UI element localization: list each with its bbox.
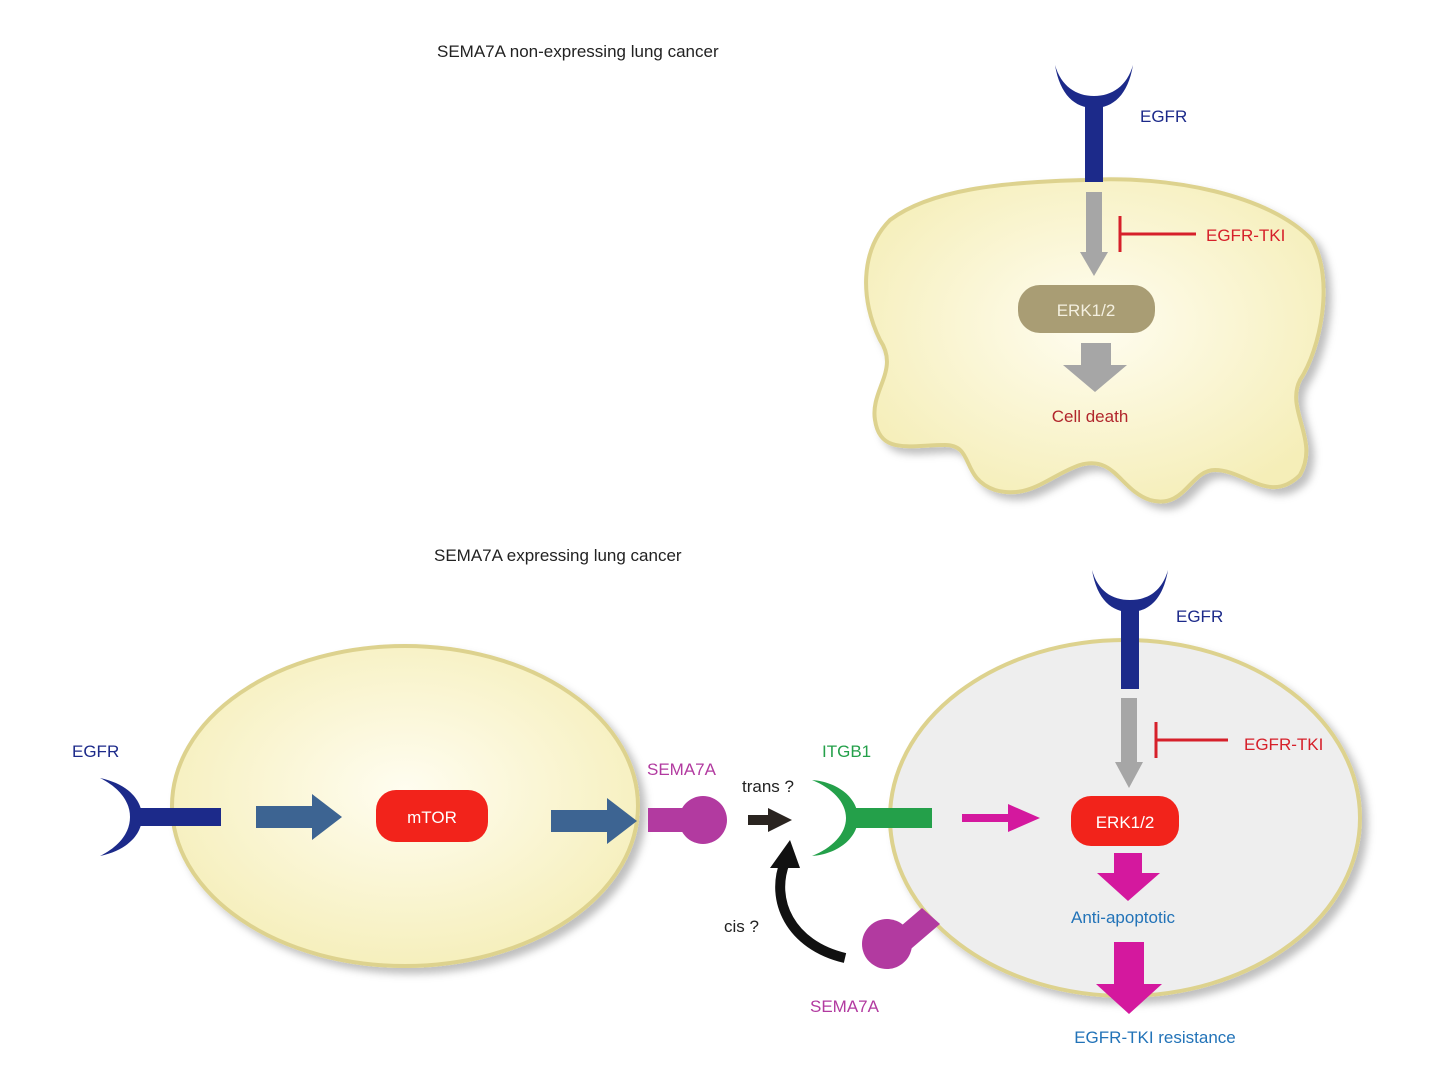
- itgb1-receptor: [812, 780, 932, 856]
- itgb1-label: ITGB1: [822, 742, 871, 761]
- sema7a-ligand-bottom: [862, 908, 940, 969]
- mtor-label: mTOR: [407, 808, 457, 827]
- magenta-thick-arrow-2: [1096, 942, 1162, 1014]
- trans-label: trans ?: [742, 777, 794, 796]
- cis-label: cis ?: [724, 917, 759, 936]
- egfr-receptor-left: [100, 778, 221, 856]
- erk-label-top: ERK1/2: [1057, 301, 1116, 320]
- sema7a-label-left: SEMA7A: [647, 760, 717, 779]
- mtor-box: [376, 790, 488, 842]
- egfr-label-left: EGFR: [72, 742, 119, 761]
- tki-label-bottom: EGFR-TKI: [1244, 735, 1323, 754]
- erk-box-bottom: [1071, 796, 1179, 846]
- tki-inhibitor-top: [1118, 216, 1196, 252]
- magenta-thick-arrow-1: [1097, 853, 1160, 901]
- trans-arrow: [748, 808, 792, 832]
- cis-arrow: [770, 840, 847, 963]
- blue-arrow-1: [256, 794, 342, 840]
- erk-label-bottom: ERK1/2: [1096, 813, 1155, 832]
- erk-box-top: [1018, 285, 1155, 333]
- tki-label-top: EGFR-TKI: [1206, 226, 1285, 245]
- bottom-panel-title: SEMA7A expressing lung cancer: [434, 546, 682, 565]
- gray-arrow-bottom: [1115, 698, 1143, 788]
- magenta-arrow-erk: [962, 804, 1040, 832]
- egfr-label-right: EGFR: [1176, 607, 1223, 626]
- blue-arrow-2: [551, 798, 637, 844]
- sema7a-label-bottom: SEMA7A: [810, 997, 880, 1016]
- tki-inhibitor-bottom: [1154, 722, 1228, 758]
- top-panel-title: SEMA7A non-expressing lung cancer: [437, 42, 719, 61]
- egfr-tki-resistance-label: EGFR-TKI resistance: [1074, 1028, 1236, 1047]
- egfr-label-top: EGFR: [1140, 107, 1187, 126]
- gray-arrow-top: [1080, 192, 1108, 276]
- gray-thick-arrow-top: [1063, 343, 1127, 392]
- egfr-receptor-right: [1092, 570, 1168, 689]
- cell-death-label: Cell death: [1052, 407, 1129, 426]
- egfr-receptor-top: [1055, 65, 1133, 182]
- anti-apoptotic-label: Anti-apoptotic: [1071, 908, 1175, 927]
- sema7a-ligand-left: [648, 796, 727, 844]
- dying-cell: [864, 177, 1326, 504]
